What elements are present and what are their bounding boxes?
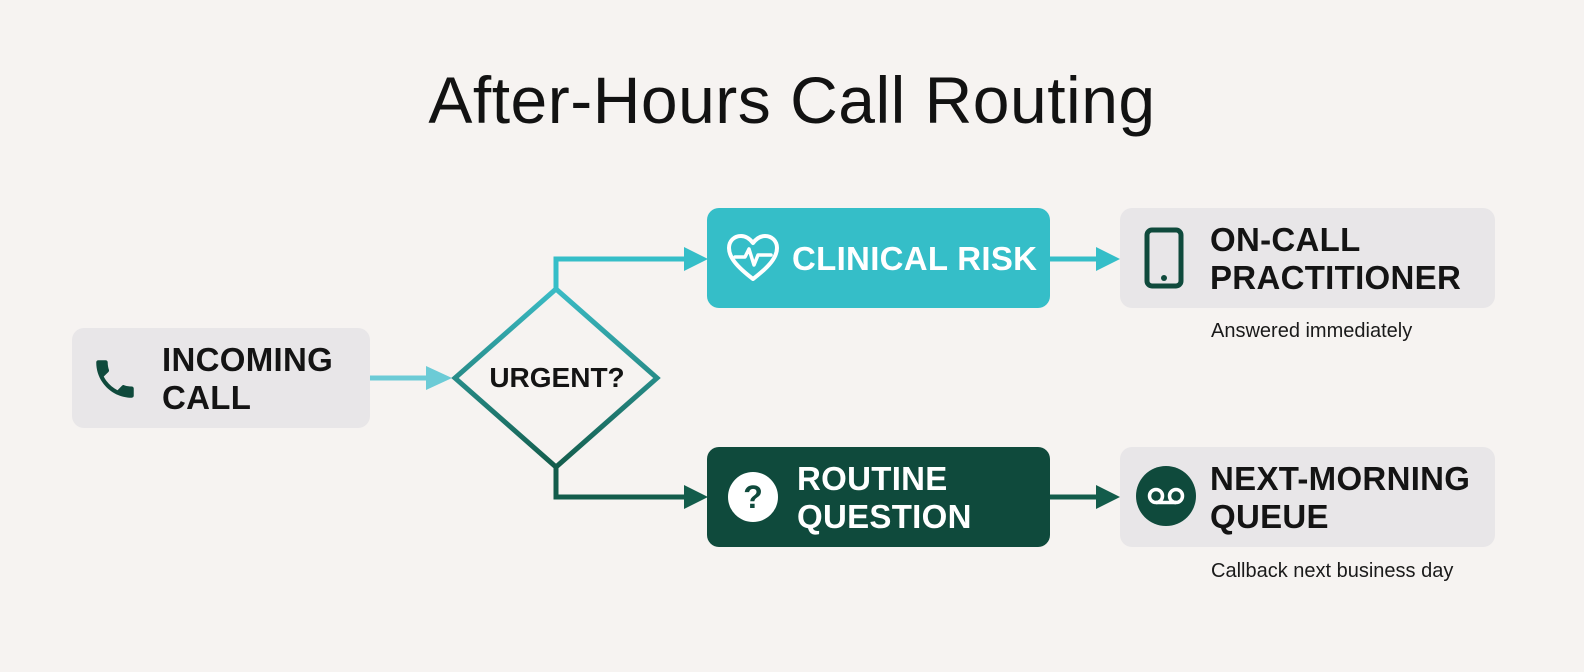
next-morning-queue-box: NEXT-MORNING QUEUE <box>1120 447 1495 547</box>
routine-question-label-line1: ROUTINE <box>797 460 948 497</box>
clinical-risk-label: CLINICAL RISK <box>792 240 1038 277</box>
diagram-title: After-Hours Call Routing <box>428 63 1156 137</box>
queue-label-line1: NEXT-MORNING <box>1210 460 1471 497</box>
question-icon: ? <box>727 471 779 523</box>
on-call-practitioner-box: ON-CALL PRACTITIONER <box>1120 208 1495 308</box>
routine-question-box: ? ROUTINE QUESTION <box>707 447 1050 547</box>
queue-note: Callback next business day <box>1211 560 1454 582</box>
on-call-label-line2: PRACTITIONER <box>1210 259 1462 296</box>
svg-text:?: ? <box>743 479 763 515</box>
routine-question-label-line2: QUESTION <box>797 498 972 535</box>
arrow-clinical-to-oncall <box>1050 247 1120 271</box>
voicemail-icon <box>1135 465 1197 527</box>
mobile-phone-icon <box>1142 226 1186 290</box>
arrow-decision-to-clinical <box>553 247 708 289</box>
incoming-call-label-line2: CALL <box>162 379 252 416</box>
arrow-decision-to-routine <box>553 467 708 509</box>
incoming-call-box: INCOMING CALL <box>72 328 370 428</box>
heart-pulse-icon <box>725 233 781 283</box>
arrow-routine-to-queue <box>1050 485 1120 509</box>
arrow-incoming-to-decision <box>370 366 452 390</box>
phone-icon <box>86 350 144 408</box>
on-call-note: Answered immediately <box>1211 320 1413 342</box>
on-call-label-line1: ON-CALL <box>1210 221 1361 258</box>
clinical-risk-box: CLINICAL RISK <box>707 208 1050 308</box>
queue-label-line2: QUEUE <box>1210 498 1329 535</box>
decision-label: URGENT? <box>489 362 625 393</box>
incoming-call-label-line1: INCOMING <box>162 341 334 378</box>
